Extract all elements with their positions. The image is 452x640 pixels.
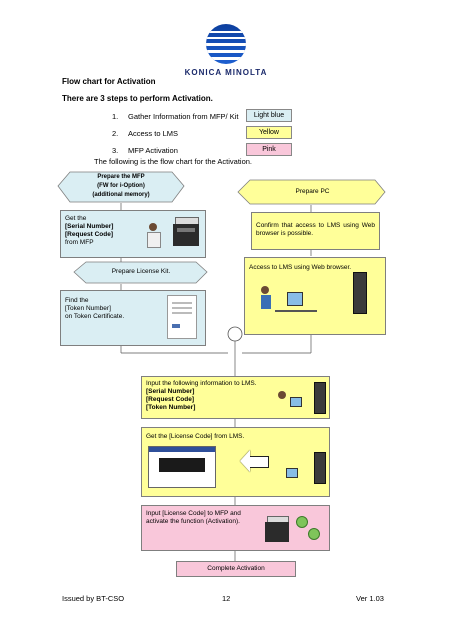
footer-version: Ver 1.03 — [356, 594, 384, 603]
find-token-box: Find the [Token Number] on Token Certifi… — [60, 290, 206, 346]
complete-activation-box: Complete Activation — [176, 561, 296, 577]
lms-screenshot-icon — [148, 446, 216, 488]
key-icon — [308, 528, 320, 540]
monitor-icon — [290, 397, 302, 407]
confirm-access-box: Confirm that access to LMS using Web bro… — [251, 212, 380, 250]
access-lms-text: Access to LMS using Web browser. — [249, 264, 352, 271]
server-icon — [353, 272, 367, 314]
flowchart-intro: The following is the flow chart for the … — [94, 157, 252, 166]
konica-minolta-logo-text: KONICA MINOLTA — [184, 68, 268, 77]
input-info-line-1: Input the following information to LMS. — [146, 380, 257, 387]
step-1-text: Gather Information from MFP/ Kit — [128, 112, 239, 121]
prepare-pc-shape — [237, 179, 386, 205]
input-license-box: Input [License Code] to MFP and activate… — [141, 505, 330, 551]
step-3-number: 3. — [112, 146, 119, 155]
page-heading: Flow chart for Activation — [62, 77, 156, 86]
find-token-line-1: Find the — [65, 297, 89, 304]
monitor-icon — [287, 292, 303, 306]
token-certificate-icon — [167, 295, 197, 339]
konica-minolta-logo-globe — [206, 24, 246, 64]
get-license-box: Get the [License Code] from LMS. — [141, 427, 330, 497]
step-1-number: 1. — [112, 112, 119, 121]
person-at-pc-icon — [261, 286, 271, 309]
page-subheading: There are 3 steps to perform Activation. — [62, 94, 213, 103]
person-icon — [147, 223, 161, 248]
input-info-line-3: [Request Code] — [146, 396, 195, 403]
step-2-number: 2. — [112, 129, 119, 138]
get-serial-box: Get the [Serial Number] [Request Code] f… — [60, 210, 206, 258]
prepare-mfp-line-2: (FW for i-Option) — [97, 183, 145, 189]
prepare-license-shape — [73, 261, 208, 284]
get-serial-line-1: Get the — [65, 215, 87, 222]
footer-page-number: 12 — [222, 594, 231, 603]
get-serial-line-4: from MFP — [65, 239, 94, 246]
confirm-access-text: Confirm that access to LMS using Web bro… — [256, 222, 375, 237]
prepare-pc-label: Prepare PC — [295, 188, 330, 195]
input-info-box: Input the following information to LMS. … — [141, 376, 330, 419]
prepare-mfp-line-3: (additional memory) — [92, 192, 150, 198]
get-serial-line-2: [Serial Number] — [65, 223, 114, 230]
input-info-line-2: [Serial Number] — [146, 388, 195, 395]
find-token-line-2: [Token Number] — [65, 305, 111, 312]
input-license-line-1: Input [License Code] to MFP and — [146, 510, 241, 517]
legend-pink: Pink — [246, 143, 292, 156]
person-icon — [278, 391, 286, 399]
mfp-printer-icon — [264, 516, 290, 544]
prepare-mfp-line-1: Prepare the MFP — [97, 174, 145, 180]
access-lms-box: Access to LMS using Web browser. — [244, 257, 386, 335]
get-serial-line-3: [Request Code] — [65, 231, 114, 238]
mfp-printer-icon — [171, 217, 199, 249]
server-icon — [314, 452, 326, 484]
arrow-left-icon — [240, 450, 250, 472]
step-3-text: MFP Activation — [128, 146, 178, 155]
find-token-line-3: on Token Certificate. — [65, 313, 125, 320]
legend-yellow: Yellow — [246, 126, 292, 139]
get-license-text: Get the [License Code] from LMS. — [146, 433, 245, 440]
step-2-text: Access to LMS — [128, 129, 179, 138]
monitor-icon — [286, 468, 298, 478]
legend-light-blue: Light blue — [246, 109, 292, 122]
footer-issued-by: Issued by BT-CSO — [62, 594, 125, 603]
prepare-mfp-label: Prepare the MFP (FW for i-Option) (addit… — [70, 173, 172, 200]
server-icon — [314, 382, 326, 414]
prepare-mfp-shape — [57, 171, 185, 203]
input-license-line-2: activate the function (Activation). — [146, 518, 240, 525]
prepare-license-label: Prepare License Kit. — [111, 268, 171, 275]
key-icon — [296, 516, 308, 528]
input-info-line-4: [Token Number] — [146, 404, 196, 411]
merge-node — [227, 326, 243, 342]
